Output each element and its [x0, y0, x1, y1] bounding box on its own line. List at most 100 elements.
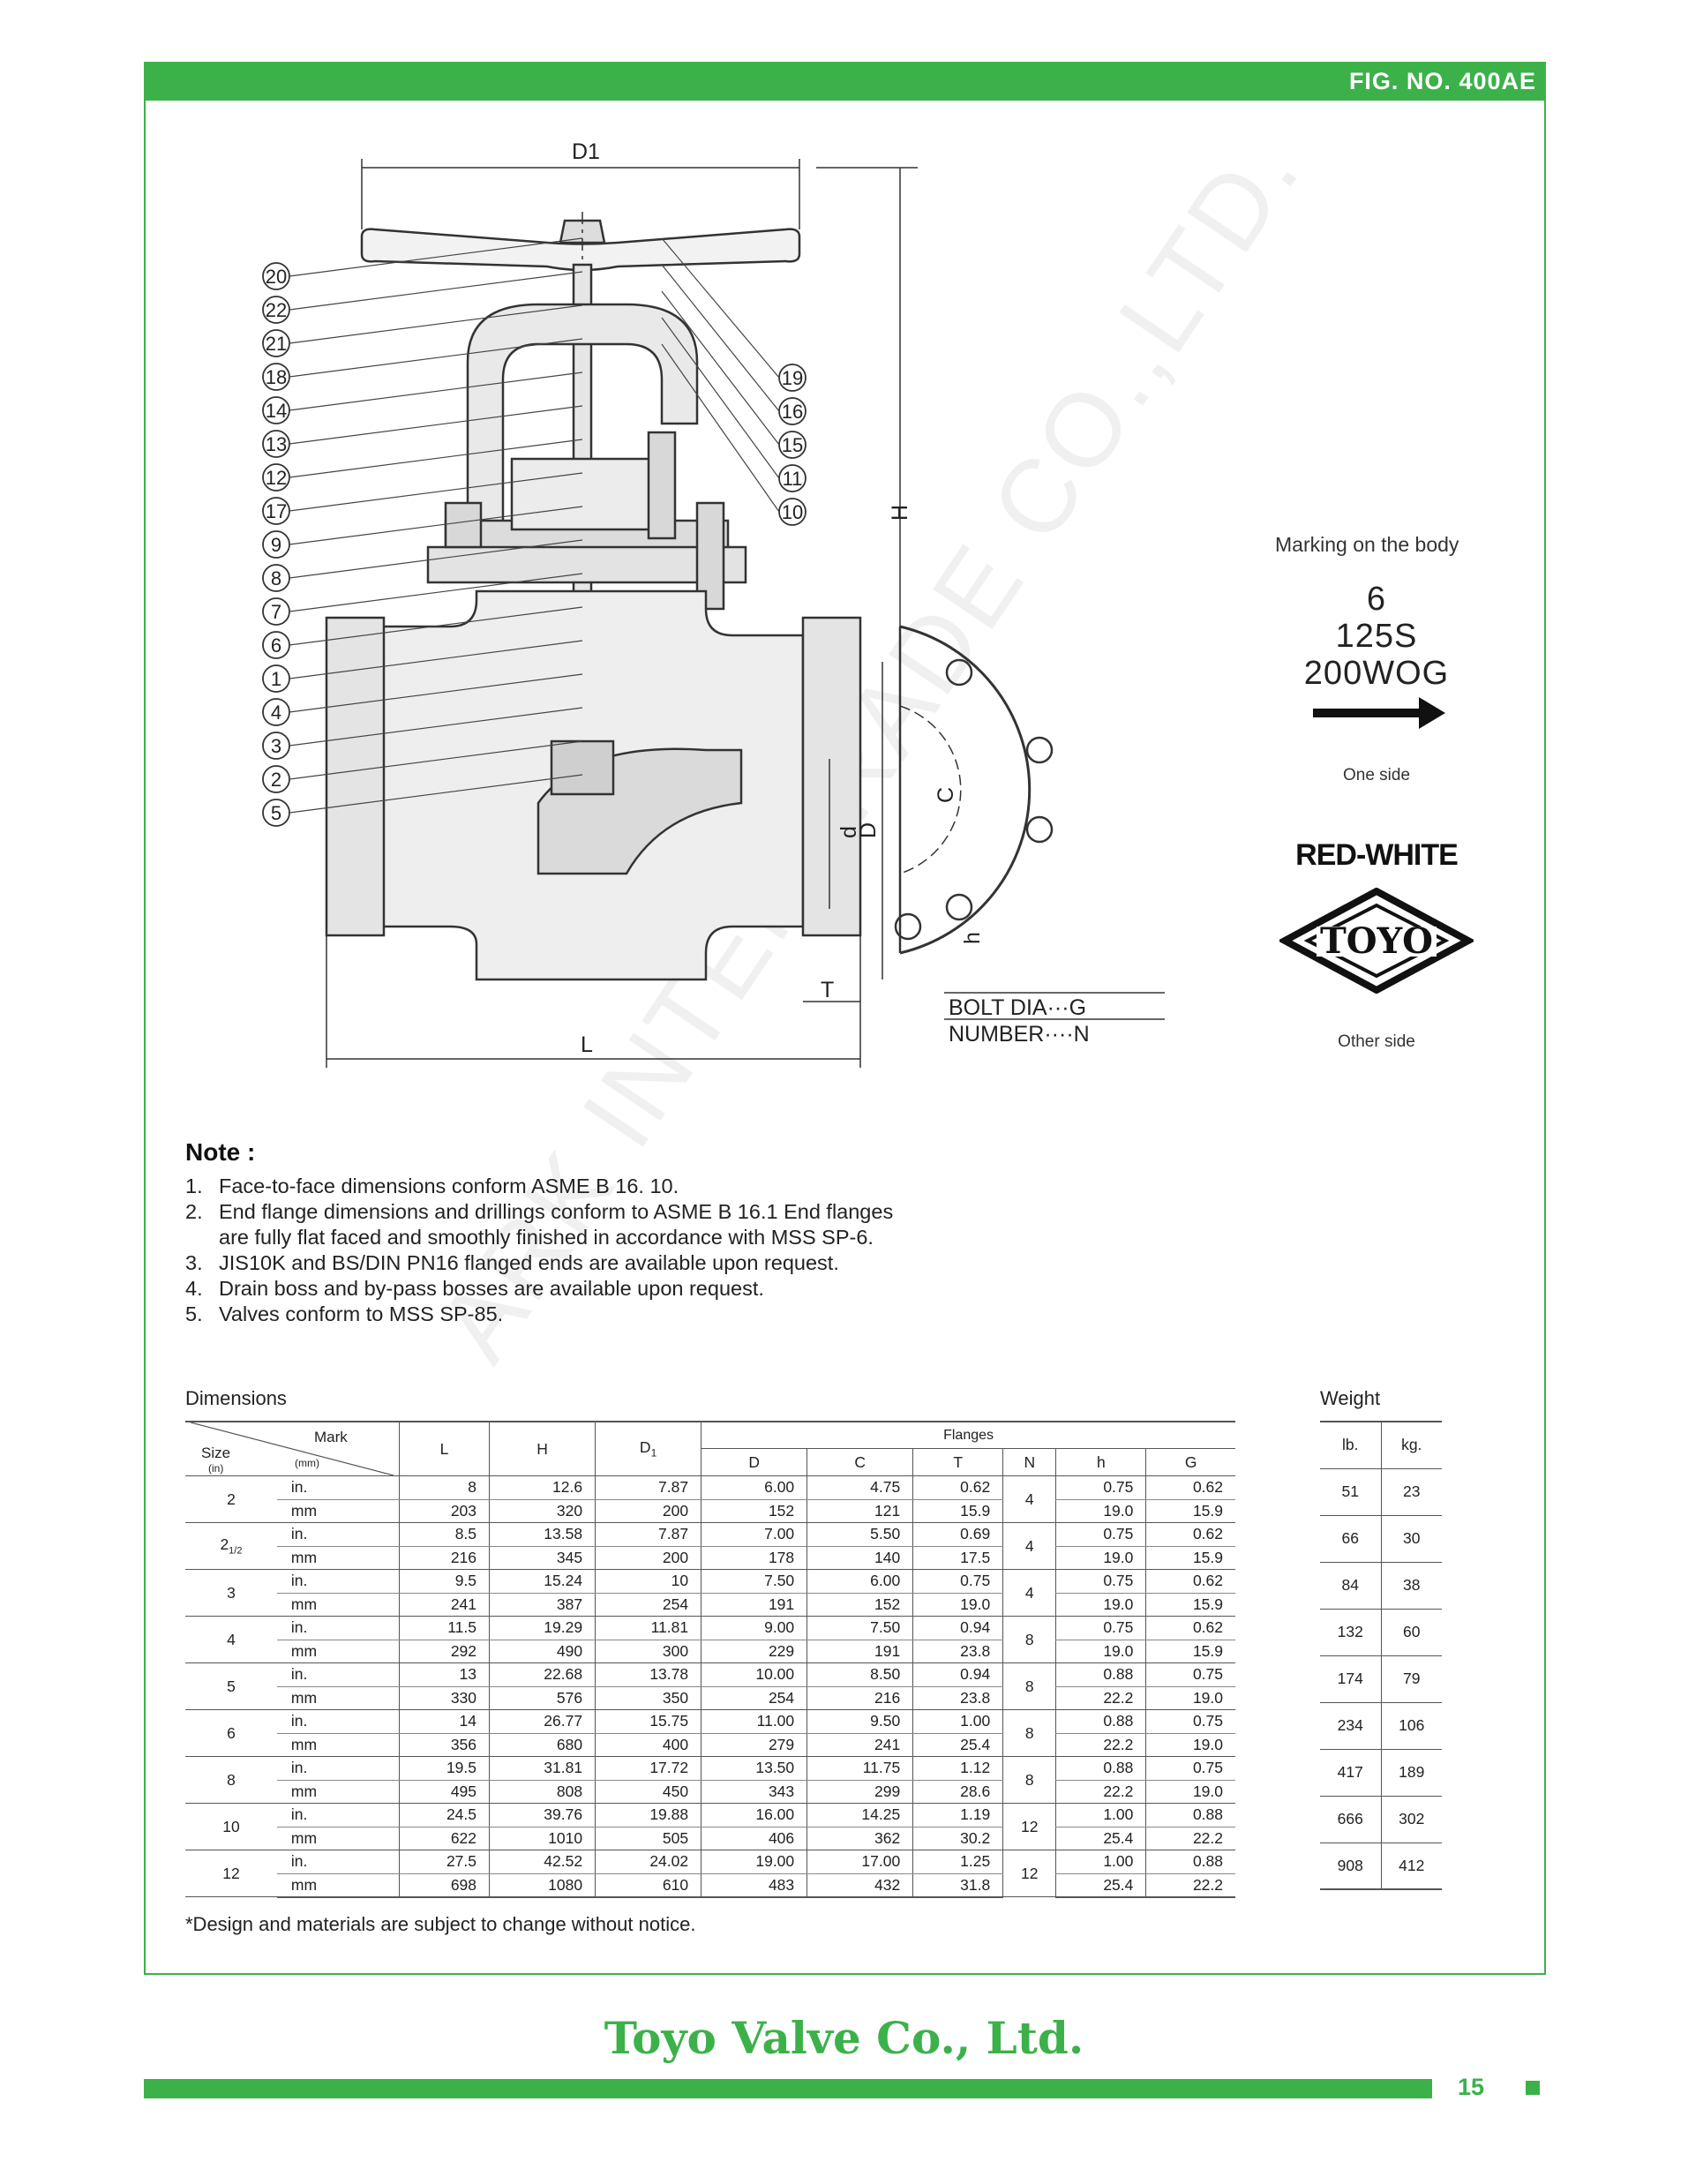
flange-n-cell: 8: [1002, 1756, 1056, 1804]
unit-cell: in.: [276, 1662, 400, 1687]
col-flange-h: h: [1055, 1448, 1146, 1476]
col-flange-t: T: [912, 1448, 1003, 1476]
dim-d-small-label: d: [836, 826, 861, 838]
value-cell: 0.75: [912, 1569, 1003, 1594]
note-text: Drain boss and by-pass bosses are availa…: [219, 1277, 764, 1300]
note-number: 4.: [185, 1277, 203, 1300]
callout-leader: [661, 290, 780, 446]
callout-label: 7: [271, 601, 281, 623]
callout-leader: [289, 606, 583, 646]
value-cell: 22.2: [1055, 1686, 1146, 1710]
company-name: Toyo Valve Co., Ltd.: [604, 2012, 1084, 2064]
flange-n-cell: 4: [1002, 1475, 1056, 1523]
value-cell: 7.87: [595, 1475, 701, 1500]
unit-cell: mm: [276, 1686, 400, 1710]
flange-n-cell: 8: [1002, 1616, 1056, 1663]
value-cell: 11.75: [806, 1756, 913, 1781]
col-flange-n: N: [1002, 1448, 1056, 1476]
note-number: 5.: [185, 1302, 203, 1325]
value-cell: 1010: [489, 1827, 596, 1850]
notes-title: Note :: [185, 1138, 256, 1166]
value-cell: 19.0: [1055, 1499, 1146, 1523]
one-side-label: One side: [1342, 766, 1411, 784]
size-mark-header: Mark (mm) Size (in): [185, 1421, 400, 1476]
callout-leader: [661, 237, 780, 379]
value-cell: 23.8: [912, 1640, 1003, 1663]
unit-cell: mm: [276, 1499, 400, 1523]
callout-label: 6: [271, 634, 281, 657]
unit-cell: in.: [276, 1756, 400, 1781]
value-cell: 19.00: [701, 1850, 807, 1874]
flange-n-cell: 8: [1002, 1709, 1056, 1757]
value-cell: 279: [701, 1733, 807, 1757]
weight-lb-cell: 51: [1320, 1468, 1381, 1516]
note-item: 5. Valves conform to MSS SP-85.: [185, 1302, 893, 1327]
value-cell: 200: [595, 1499, 701, 1523]
weight-lb-cell: 174: [1320, 1655, 1381, 1703]
value-cell: 23.8: [912, 1686, 1003, 1710]
value-cell: 191: [701, 1593, 807, 1617]
svg-text:Size: Size: [201, 1445, 230, 1461]
notes-list: 1.Face-to-face dimensions conform ASME B…: [185, 1174, 893, 1327]
unit-cell: in.: [276, 1616, 400, 1640]
unit-cell: mm: [276, 1593, 400, 1617]
value-cell: 25.4: [1055, 1827, 1146, 1850]
value-cell: 31.81: [489, 1756, 596, 1781]
value-cell: 450: [595, 1780, 701, 1804]
callout-leader: [289, 573, 583, 612]
unit-cell: mm: [276, 1827, 400, 1850]
size-cell: 12: [185, 1850, 277, 1897]
note-item: 3.JIS10K and BS/DIN PN16 flanged ends ar…: [185, 1250, 893, 1276]
value-cell: 1080: [489, 1873, 596, 1898]
value-cell: 0.69: [912, 1522, 1003, 1547]
weight-kg-cell: 189: [1380, 1749, 1442, 1797]
valve-drawing: D1 L H T d D C h BOLT DIA···G NUMBER····…: [262, 139, 1165, 1068]
value-cell: 300: [595, 1640, 701, 1663]
weight-kg-cell: 412: [1380, 1843, 1442, 1890]
callout-label: 15: [782, 434, 803, 456]
value-cell: 1.19: [912, 1803, 1003, 1828]
note-item: are fully flat faced and smoothly finish…: [185, 1225, 893, 1250]
value-cell: 22.68: [489, 1662, 596, 1687]
note-text: JIS10K and BS/DIN PN16 flanged ends are …: [219, 1251, 839, 1274]
value-cell: 0.62: [1145, 1475, 1235, 1500]
callout-leader: [661, 317, 780, 479]
callout-leader: [289, 439, 583, 478]
value-cell: 1.00: [1055, 1850, 1146, 1874]
value-cell: 17.00: [806, 1850, 913, 1874]
value-cell: 15.75: [595, 1709, 701, 1734]
callout-leader: [289, 707, 583, 747]
value-cell: 0.88: [1145, 1803, 1235, 1828]
value-cell: 356: [398, 1733, 490, 1757]
col-lb: lb.: [1320, 1421, 1381, 1469]
value-cell: 8.50: [806, 1662, 913, 1687]
value-cell: 0.75: [1055, 1569, 1146, 1594]
value-cell: 200: [595, 1546, 701, 1570]
callout-label: 17: [266, 500, 287, 522]
flange-n-cell: 12: [1002, 1850, 1056, 1897]
weight-lb-cell: 666: [1320, 1796, 1381, 1843]
weight-kg-cell: 30: [1380, 1515, 1442, 1563]
value-cell: 343: [701, 1780, 807, 1804]
note-text: Valves conform to MSS SP-85.: [219, 1302, 504, 1325]
toyo-logo-icon: TOYO: [1279, 888, 1474, 994]
dim-h-small-label: h: [960, 932, 985, 944]
note-number: [185, 1225, 219, 1250]
value-cell: 24.02: [595, 1850, 701, 1874]
callout-label: 16: [782, 401, 803, 423]
value-cell: 698: [398, 1873, 490, 1898]
callout-leader: [289, 372, 583, 411]
value-cell: 1.00: [912, 1709, 1003, 1734]
unit-cell: mm: [276, 1640, 400, 1663]
col-flange-d: D: [701, 1448, 807, 1476]
value-cell: 25.4: [1055, 1873, 1146, 1898]
callout-leader: [289, 472, 583, 512]
col-flange-g: G: [1145, 1448, 1235, 1476]
